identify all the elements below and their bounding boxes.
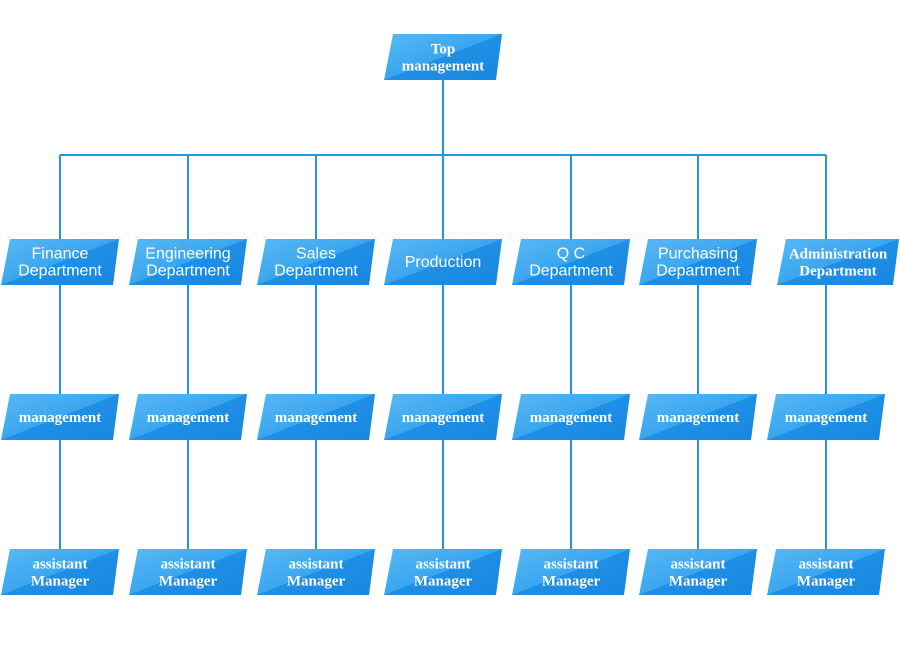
finance-department-box-label-line-2: Department [18,263,102,280]
qc-assistant-manager-box-shape [512,549,630,595]
purchasing-management-box-shape [639,394,757,440]
administration-management-box-shape [767,394,885,440]
sales-department-box-shape [257,239,375,285]
finance-assistant-manager-box-shape [1,549,119,595]
purchasing-department-box-label-line-1: Purchasing [658,246,738,263]
production-assistant-manager-box-label-line-2: Manager [414,574,473,590]
engineering-assistant-manager-box-label-line-1: assistant [160,557,215,573]
qc-management-box-label-line-1: management [530,410,613,426]
finance-assistant-manager-box-label-line-2: Manager [31,574,90,590]
qc-assistant-manager-box-label-line-1: assistant [543,557,598,573]
finance-management-box-shape [1,394,119,440]
engineering-department-box-label-line-2: Department [146,263,230,280]
engineering-department-box-label-line-1: Engineering [145,246,230,263]
top-management-box-label-line-2: management [402,59,485,75]
production-department-box-shape [384,239,502,285]
engineering-assistant-manager-box-label-line-2: Manager [159,574,218,590]
administration-department-box-shape [777,239,899,285]
finance-assistant-manager-box-label-line-1: assistant [32,557,87,573]
finance-management-box-label-line-1: management [19,410,102,426]
production-management-box-label-line-1: management [402,410,485,426]
administration-department-box-label-line-2: Department [799,264,876,280]
qc-assistant-manager-box-label-line-2: Manager [542,574,601,590]
purchasing-management-box[interactable]: management [639,394,757,440]
sales-management-box-label-line-1: management [275,410,358,426]
sales-department-box-label-line-2: Department [274,263,358,280]
purchasing-assistant-manager-box-label-line-2: Manager [669,574,728,590]
production-management-box-shape [384,394,502,440]
purchasing-assistant-manager-box-shape [639,549,757,595]
sales-assistant-manager-box-label-line-2: Manager [287,574,346,590]
qc-department-box-label-line-2: Department [529,263,613,280]
sales-department-box-label-line-1: Sales [296,246,336,263]
production-assistant-manager-box-label-line-1: assistant [415,557,470,573]
engineering-assistant-manager-box-shape [129,549,247,595]
sales-assistant-manager-box-label-line-1: assistant [288,557,343,573]
finance-department-box-shape [1,239,119,285]
purchasing-department-box-label-line-2: Department [656,263,740,280]
production-management-box[interactable]: management [384,394,502,440]
engineering-management-box[interactable]: management [129,394,247,440]
sales-assistant-manager-box-shape [257,549,375,595]
top-management-box-label-line-1: Top [431,42,455,58]
administration-management-box-label-line-1: management [785,410,868,426]
administration-assistant-manager-box-label-line-1: assistant [798,557,853,573]
qc-management-box-shape [512,394,630,440]
administration-assistant-manager-box-shape [767,549,885,595]
purchasing-management-box-label-line-1: management [657,410,740,426]
qc-department-box-label-line-1: Q C [557,246,585,263]
purchasing-department-box-shape [639,239,757,285]
administration-department-box-label-line-1: Administration [789,247,888,263]
production-assistant-manager-box-shape [384,549,502,595]
production-department-box-label-line-1: Production [405,254,482,271]
finance-department-box-label-line-1: Finance [32,246,89,263]
qc-department-box-shape [512,239,630,285]
connector-lines [59,80,827,549]
finance-management-box[interactable]: management [1,394,119,440]
org-nodes: TopmanagementFinanceDepartmentmanagement… [1,34,899,595]
production-department-box[interactable]: Production [384,239,502,285]
administration-management-box[interactable]: management [767,394,885,440]
engineering-management-box-label-line-1: management [147,410,230,426]
administration-assistant-manager-box-label-line-2: Manager [797,574,856,590]
purchasing-assistant-manager-box-label-line-1: assistant [670,557,725,573]
top-management-box-shape [384,34,502,80]
engineering-department-box-shape [129,239,247,285]
engineering-management-box-shape [129,394,247,440]
sales-management-box-shape [257,394,375,440]
qc-management-box[interactable]: management [512,394,630,440]
sales-management-box[interactable]: management [257,394,375,440]
